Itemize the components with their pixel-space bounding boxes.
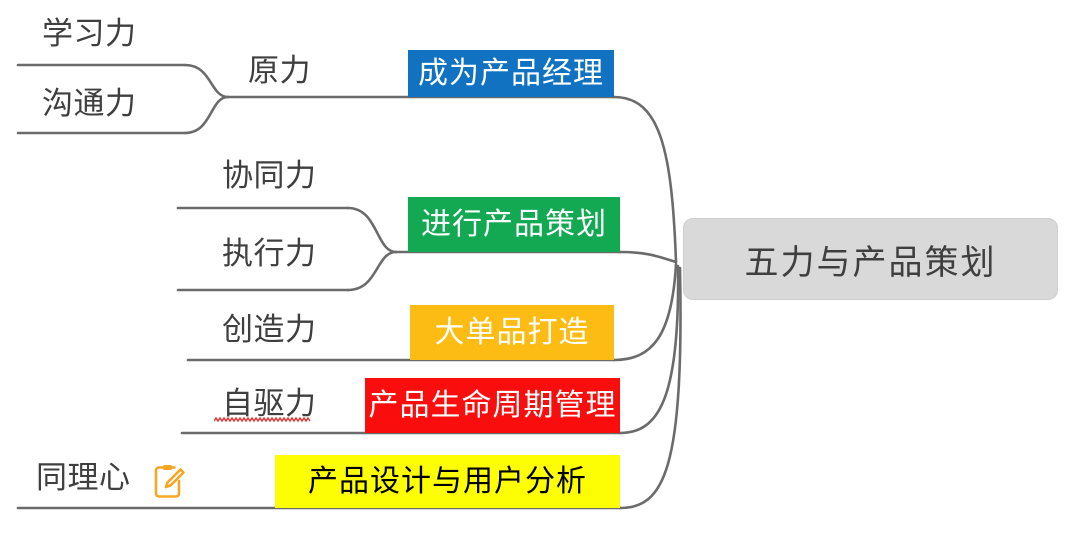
- topic-box-chanpinshejiyuyonghufenxi[interactable]: 产品设计与用户分析: [275, 455, 620, 508]
- branch-curve-tonglixin: [618, 266, 682, 510]
- branch-label-zhixingli[interactable]: 执行力: [222, 236, 317, 271]
- branch-curve-ziquli: [618, 264, 680, 435]
- leaf-join-goutongli: [183, 95, 230, 135]
- leaf-join-zhixingli: [346, 250, 398, 292]
- leaf-label-xuexili[interactable]: 学习力: [42, 16, 137, 51]
- branch-label-yuanli[interactable]: 原力: [248, 53, 311, 88]
- topic-box-jinxingchanpincehua[interactable]: 进行产品策划: [408, 197, 620, 252]
- topic-box-dadanpindazao[interactable]: 大单品打造: [410, 305, 614, 360]
- topic-box-chanpinshengmingzhouqiguanli[interactable]: 产品生命周期管理: [365, 378, 620, 433]
- branch-curve-zhixingli: [618, 250, 678, 264]
- leaf-label-goutongli[interactable]: 沟通力: [42, 86, 137, 121]
- branch-label-tonglixin[interactable]: 同理心: [36, 460, 131, 495]
- branch-label-chuangzaoli[interactable]: 创造力: [222, 312, 317, 347]
- branch-label-ziquli[interactable]: 自驱力: [222, 386, 317, 421]
- topic-box-chengweichanpinjingli[interactable]: 成为产品经理: [408, 50, 614, 97]
- branch-curve-chuangzaoli: [612, 262, 678, 362]
- leaf-label-xietongli[interactable]: 协同力: [222, 158, 317, 193]
- leaf-join-xuexili: [183, 63, 230, 99]
- edit-note-icon[interactable]: [150, 462, 190, 502]
- spellcheck-squiggle-ziquli: [214, 416, 311, 423]
- leaf-join-xietongli: [346, 206, 398, 254]
- branch-curve-yuanli: [612, 95, 678, 264]
- central-topic-node[interactable]: 五力与产品策划: [683, 218, 1058, 300]
